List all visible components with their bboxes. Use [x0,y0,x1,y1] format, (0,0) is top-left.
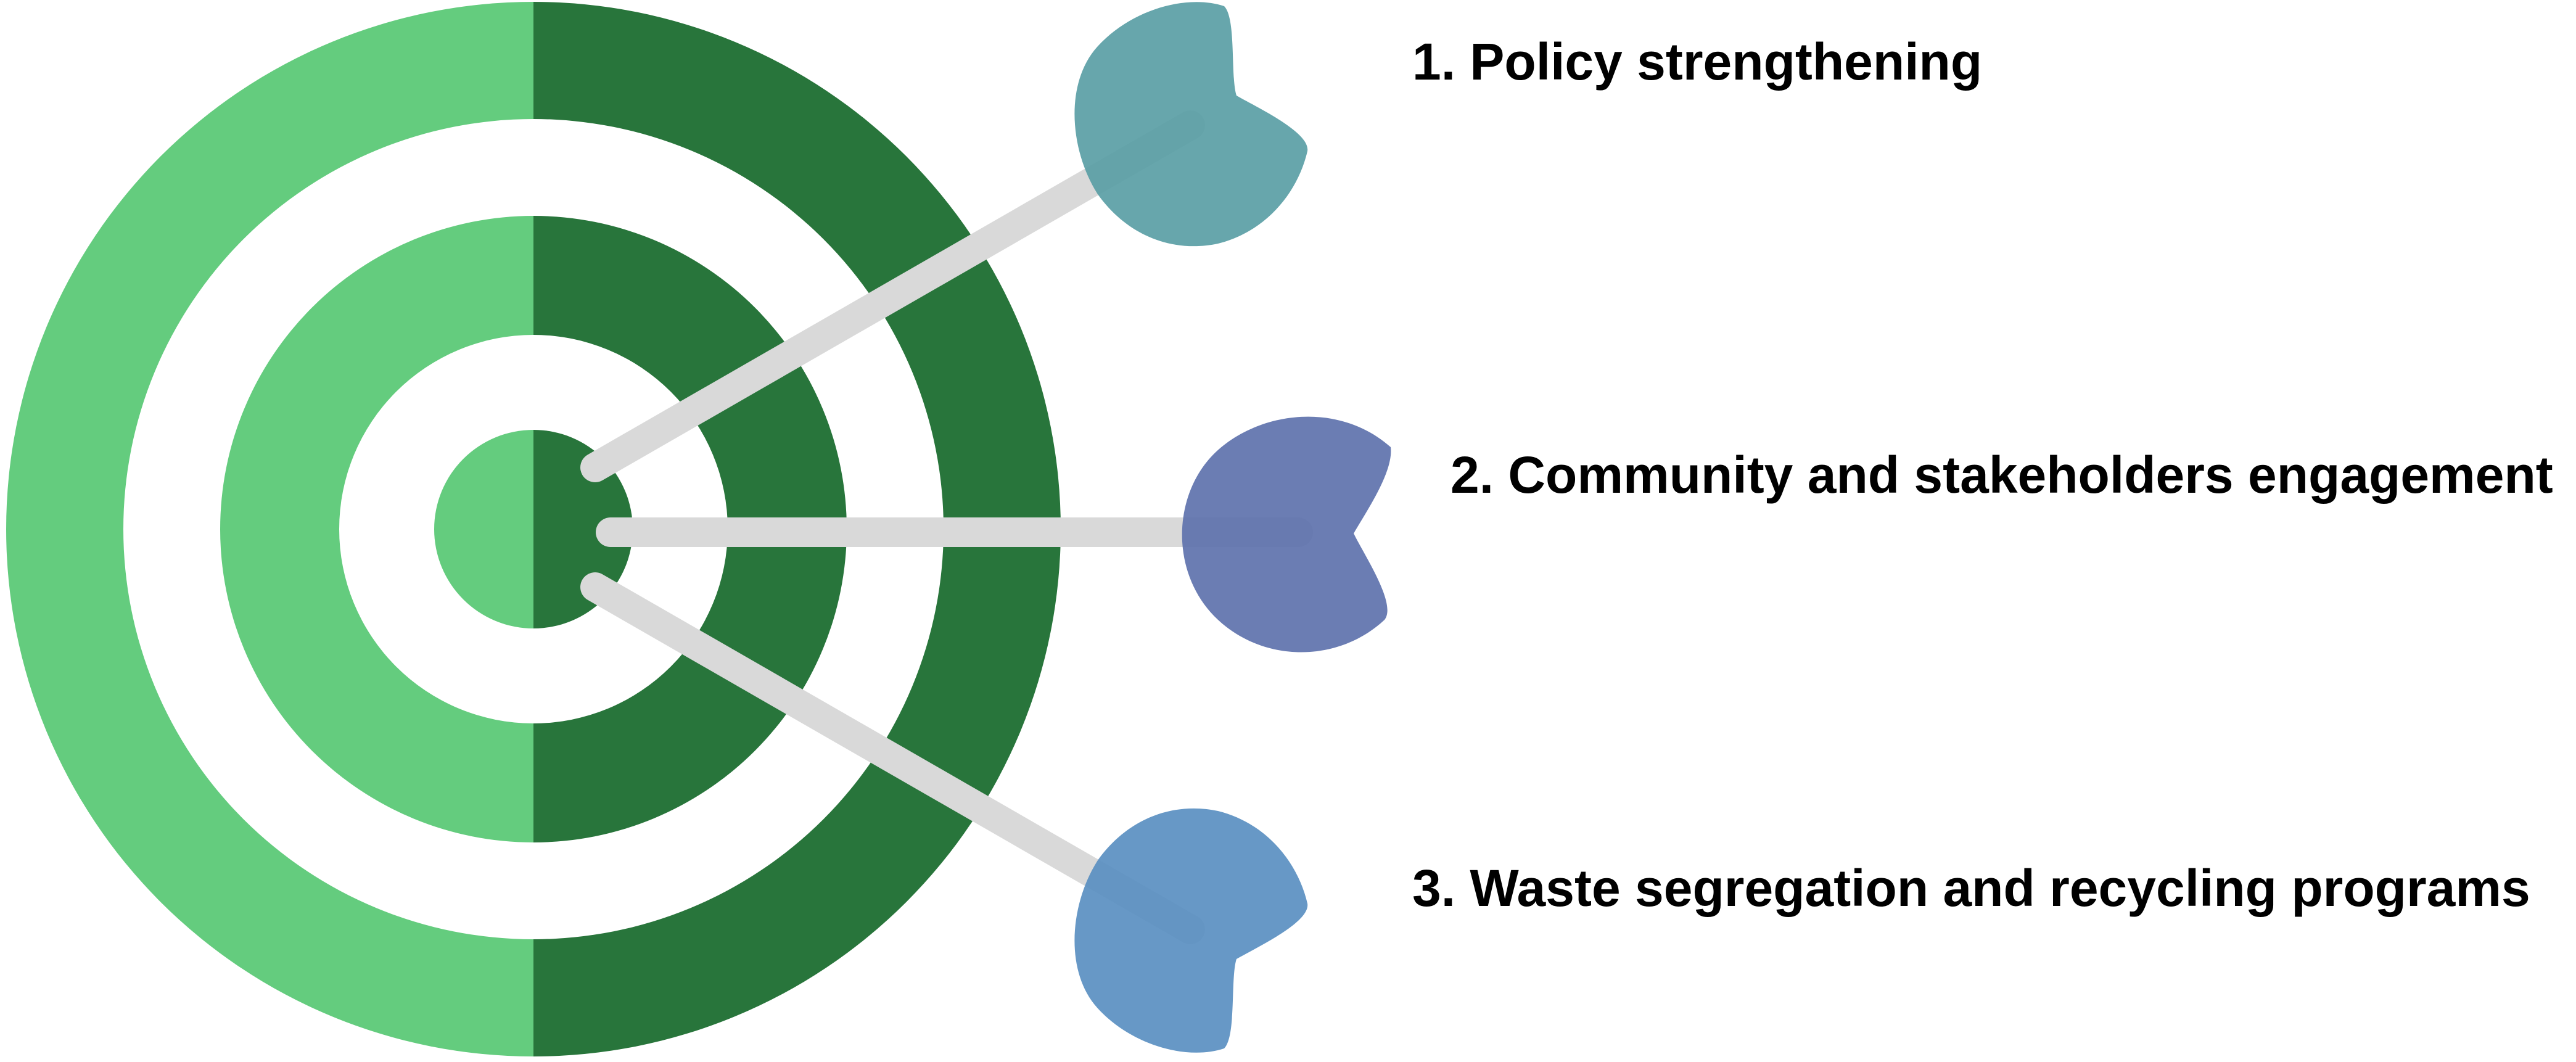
bullseye-left [434,430,533,628]
dart-2-flight [1182,416,1391,652]
dart-2 [596,416,1391,652]
item-2-label: 2. Community and stakeholders engagement [1451,446,2553,504]
dart-3-flight [1074,808,1308,1053]
item-1-label: 1. Policy strengthening [1412,33,1983,91]
item-3-label: 3. Waste segregation and recycling progr… [1412,859,2530,917]
dart-3 [580,572,1308,1053]
dart-1-flight [1074,2,1308,247]
dart-1 [580,2,1308,482]
